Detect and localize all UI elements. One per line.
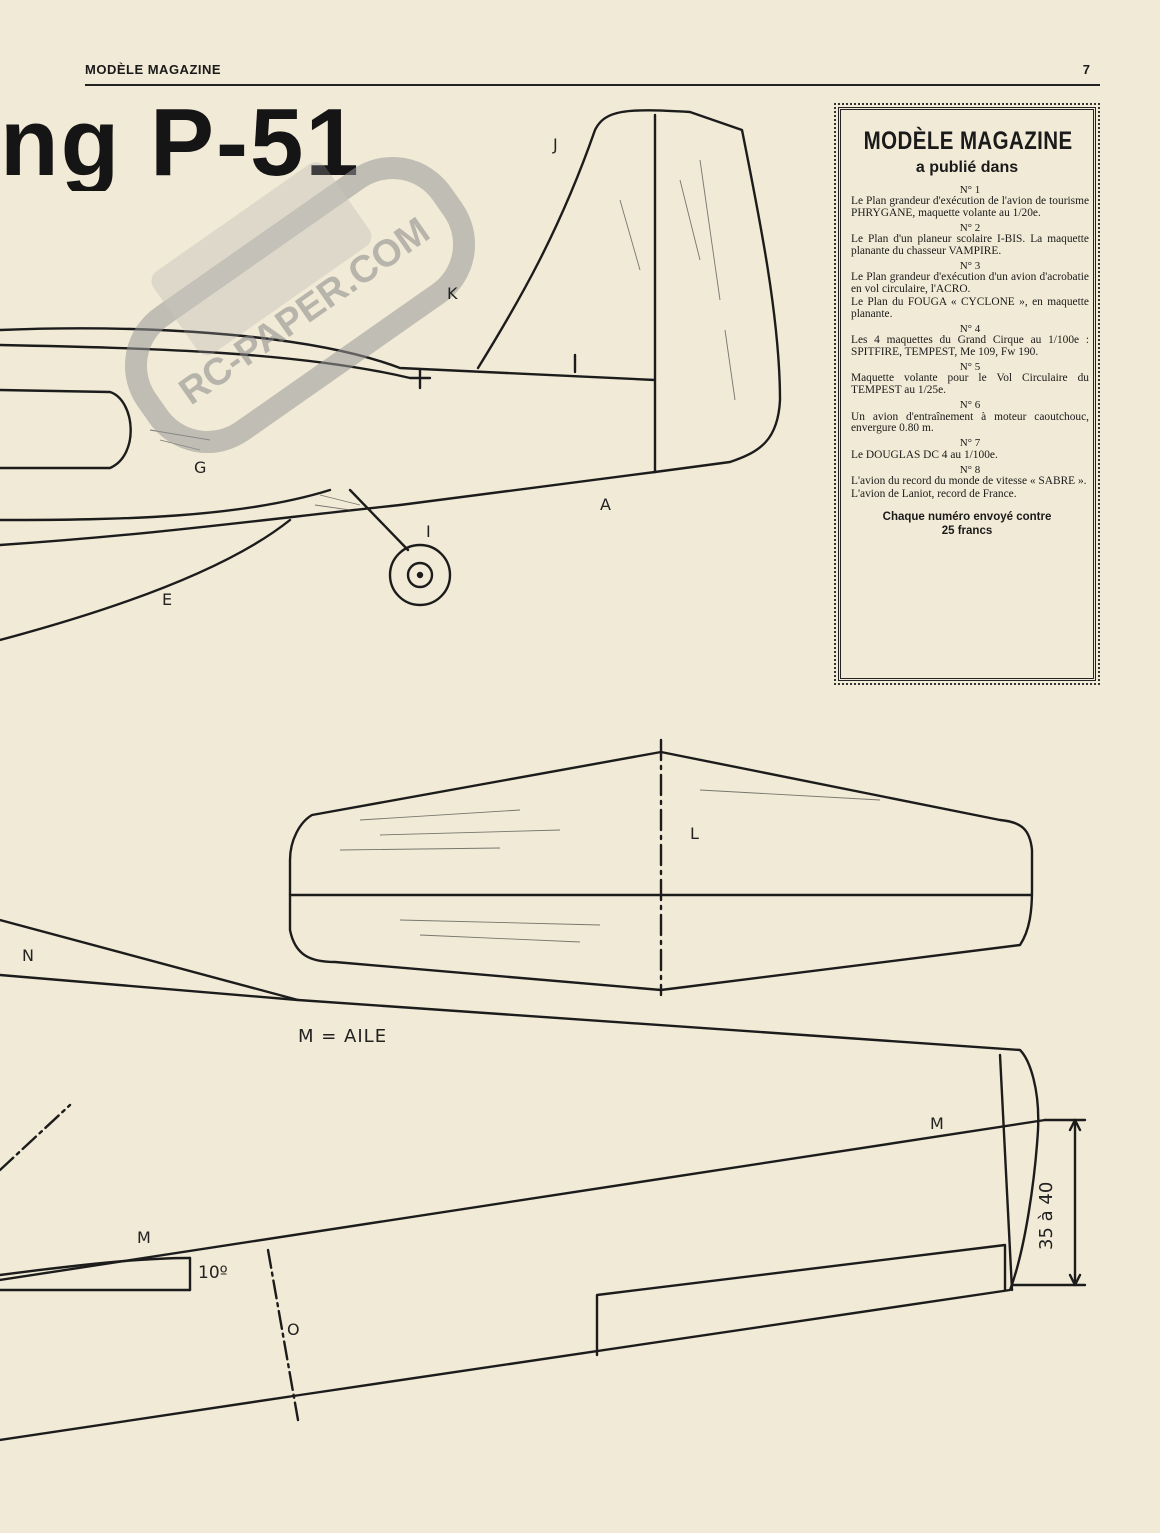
issue-desc: L'avion du record du monde de vitesse « … — [851, 475, 1087, 488]
label-angle: 10º — [198, 1263, 228, 1283]
label-K: K — [447, 284, 458, 303]
wing-chord-line-2 — [0, 1256, 192, 1277]
issue-number: N° 8 — [959, 463, 981, 476]
issue-item: N° 5 Maquette volante pour le Vol Circul… — [841, 360, 1093, 397]
label-wing: M = AILE — [298, 1026, 388, 1047]
label-G: G — [194, 458, 207, 477]
wheel-inner — [406, 561, 434, 589]
publications-box: MODÈLE MAGAZINE a publié dans N° 1 Le Pl… — [834, 103, 1100, 685]
label-dimension: 35 à 40 — [1036, 1181, 1057, 1250]
issue-item: N° 8 L'avion du record du monde de vites… — [841, 463, 1093, 501]
issue-item: N° 4 Les 4 maquettes du Grand Cirque au … — [841, 322, 1093, 359]
issue-item: N° 1 Le Plan grandeur d'exécution de l'a… — [841, 183, 1093, 220]
label-A: A — [600, 495, 611, 514]
wheel-leader — [348, 488, 410, 552]
label-L: L — [690, 824, 699, 843]
issue-desc: L'avion de Laniot, record de France. — [851, 487, 1017, 500]
running-head: MODÈLE MAGAZINE — [85, 62, 222, 77]
issue-item: N° 2 Le Plan d'un planeur scolaire I-BIS… — [841, 221, 1093, 258]
issue-item: N° 6 Un avion d'entraînement à moteur ca… — [841, 399, 1093, 435]
page-header: MODÈLE MAGAZINE 7 — [85, 62, 1100, 86]
footer-price: 25 francs — [941, 525, 993, 538]
footer-line: Chaque numéro envoyé contre — [882, 510, 1052, 523]
label-M-root: M — [137, 1228, 151, 1247]
article-title: ng P-51 — [0, 95, 361, 191]
fuselage-inner-line — [0, 343, 432, 380]
box-footer: Chaque numéro envoyé contre 25 francs — [841, 510, 1093, 539]
issue-desc: Le Plan du FOUGA « CYCLONE », en maquett… — [851, 296, 1089, 320]
issue-number: N° 1 — [959, 183, 981, 196]
wing-N-line — [0, 973, 300, 1002]
fuselage-belly — [0, 488, 332, 522]
issue-desc: Le Plan grandeur d'exécution d'un avion … — [851, 271, 1089, 296]
wing-tip-rib — [998, 1053, 1014, 1292]
issue-desc: Le Plan d'un planeur scolaire I-BIS. La … — [851, 233, 1089, 258]
issue-number: N° 5 — [959, 360, 981, 373]
box-subtitle: a publié dans — [915, 159, 1019, 176]
label-E: E — [162, 590, 173, 609]
issue-desc: Maquette volante pour le Vol Circulaire … — [851, 372, 1089, 397]
page-number: 7 — [1082, 62, 1090, 77]
issue-desc: Un avion d'entraînement à moteur caoutch… — [851, 410, 1089, 435]
issue-number: N° 2 — [959, 221, 981, 234]
box-title: MODÈLE MAGAZINE — [863, 127, 1073, 155]
issue-number: N° 3 — [959, 259, 981, 272]
canopy-outline — [0, 388, 132, 470]
issue-desc: Le DOUGLAS DC 4 au 1/100e. — [851, 448, 998, 461]
label-O: O — [287, 1320, 300, 1339]
label-N: N — [22, 946, 34, 965]
issue-number: N° 4 — [959, 322, 981, 335]
issue-item: N° 7 Le DOUGLAS DC 4 au 1/100e. — [841, 437, 1093, 461]
issue-item: N° 3 Le Plan grandeur d'exécution d'un a… — [841, 259, 1093, 321]
aileron-outline — [595, 1243, 1007, 1357]
wing-chord-line — [0, 1118, 1047, 1282]
wing-leading-edge — [0, 918, 1040, 1442]
label-M-tip: M — [930, 1114, 944, 1133]
fuselage-bottom-line — [0, 470, 657, 547]
issue-desc: Les 4 maquettes du Grand Cirque au 1/100… — [851, 334, 1089, 359]
label-I: I — [426, 522, 431, 541]
issue-number: N° 7 — [959, 437, 981, 450]
wing-root-curve — [0, 518, 292, 642]
station-O — [266, 1248, 300, 1422]
tailplane-outline — [288, 750, 1034, 992]
fuselage-top-line — [0, 327, 657, 382]
issue-number: N° 6 — [959, 399, 981, 412]
wheel-outer — [388, 543, 452, 607]
fin-outline — [476, 109, 782, 474]
issue-desc: Le Plan grandeur d'exécution de l'avion … — [851, 195, 1089, 219]
label-J: J — [553, 135, 558, 154]
rc-paper-watermark: RC-PAPER.COM — [124, 156, 476, 454]
